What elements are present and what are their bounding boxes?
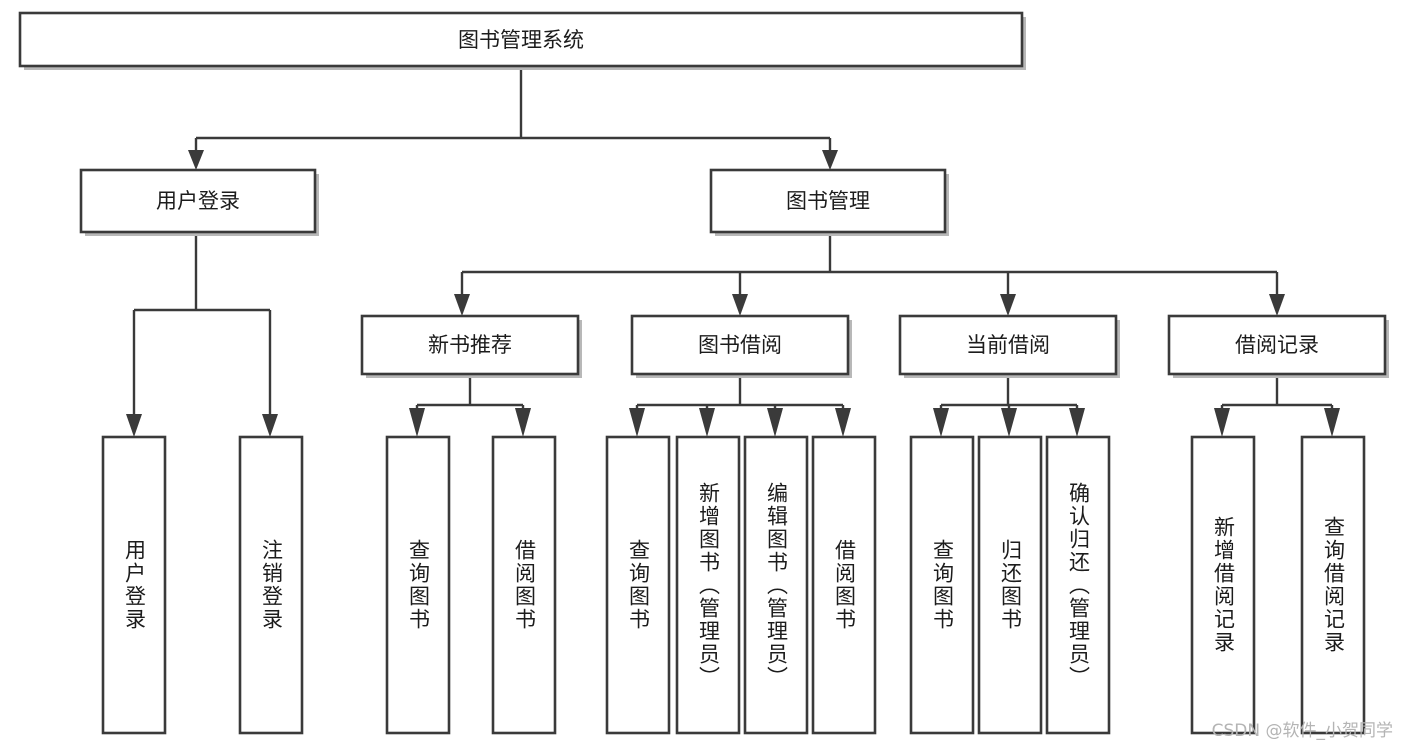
leaf-box-edit-book[interactable]: [743, 435, 809, 735]
arrow-leaf-edit-book: [767, 408, 783, 437]
arrow-leaf-borrow-book-1: [515, 408, 531, 437]
arrow-leaf-borrow-book-2: [835, 408, 851, 437]
root-box: [18, 11, 1024, 68]
bb-label: 图书借阅: [698, 333, 782, 357]
leaf-box-return-book[interactable]: [977, 435, 1043, 735]
arrow-borrow-record: [1269, 294, 1285, 316]
arrow-leaf-query-book-2: [629, 408, 645, 437]
connectors: [126, 66, 1340, 437]
leaf-box-confirm-return[interactable]: [1045, 435, 1111, 735]
arrow-leaf-query-book-3: [933, 408, 949, 437]
arrow-leaf-user-login: [126, 414, 142, 437]
leaf-boxes: [101, 435, 1366, 735]
leaf-box-query-record[interactable]: [1300, 435, 1366, 735]
root-label: 图书管理系统: [458, 28, 584, 52]
cb-box: [898, 314, 1118, 376]
arrow-user-login: [188, 150, 204, 170]
br-label: 借阅记录: [1235, 333, 1319, 357]
arrow-leaf-confirm-return: [1069, 408, 1085, 437]
leaf-box-borrow-book-1[interactable]: [491, 435, 557, 735]
user-login-box: [79, 168, 317, 234]
arrow-leaf-query-book-1: [409, 408, 425, 437]
arrow-leaf-query-record: [1324, 408, 1340, 437]
arrow-book-manage: [822, 150, 838, 170]
bb-box: [630, 314, 850, 376]
cb-label: 当前借阅: [966, 333, 1050, 357]
leaf-box-user-login[interactable]: [101, 435, 167, 735]
leaf-box-user-logout[interactable]: [238, 435, 304, 735]
node-current-borrow[interactable]: 当前借阅: [898, 314, 1120, 378]
node-user-login[interactable]: 用户登录: [79, 168, 319, 236]
arrow-new-book-recommend: [454, 294, 470, 316]
nbr-label: 新书推荐: [428, 333, 512, 357]
arrow-leaf-user-logout: [262, 414, 278, 437]
leaf-box-add-record[interactable]: [1190, 435, 1256, 735]
book-manage-box: [709, 168, 947, 234]
leaf-box-query-book-3[interactable]: [909, 435, 975, 735]
nbr-box: [360, 314, 580, 376]
book-manage-label: 图书管理: [786, 189, 870, 213]
arrow-leaf-add-book: [699, 408, 715, 437]
node-book-manage[interactable]: 图书管理: [709, 168, 949, 236]
arrow-book-borrow: [732, 294, 748, 316]
arrow-leaf-return-book: [1001, 408, 1017, 437]
csdn-watermark: CSDN @软件_小贺同学: [1211, 721, 1393, 741]
leaf-box-query-book-1[interactable]: [385, 435, 451, 735]
br-box: [1167, 314, 1387, 376]
arrow-leaf-add-record: [1214, 408, 1230, 437]
leaf-box-borrow-book-2[interactable]: [811, 435, 877, 735]
node-book-borrow[interactable]: 图书借阅: [630, 314, 852, 378]
user-login-label: 用户登录: [156, 189, 240, 213]
arrow-current-borrow: [1000, 294, 1016, 316]
node-borrow-record[interactable]: 借阅记录: [1167, 314, 1389, 378]
node-new-book-recommend[interactable]: 新书推荐: [360, 314, 582, 378]
leaf-box-query-book-2[interactable]: [605, 435, 671, 735]
leaf-box-add-book[interactable]: [675, 435, 741, 735]
node-root[interactable]: 图书管理系统: [18, 11, 1026, 70]
